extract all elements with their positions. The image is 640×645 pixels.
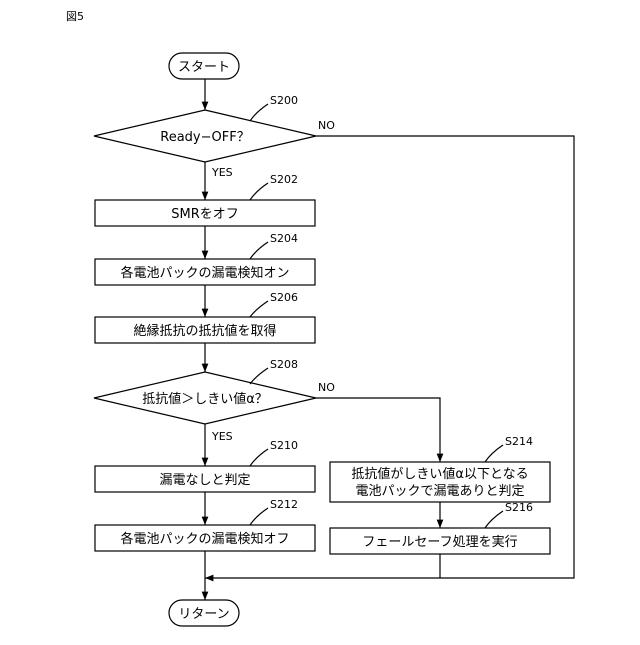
leader-s210 (250, 449, 268, 466)
leader-s206 (250, 301, 268, 317)
step-s206: S206 (270, 291, 298, 304)
s200-no-label: NO (318, 119, 335, 132)
leader-s202 (250, 183, 268, 200)
s216-label: フェールセーフ処理を実行 (362, 534, 517, 550)
step-s200: S200 (270, 94, 298, 107)
step-s204: S204 (270, 232, 298, 245)
step-s208: S208 (270, 358, 298, 371)
step-s202: S202 (270, 173, 298, 186)
s208-no-label: NO (318, 381, 335, 394)
s208-label: 抵抗値＞しきい値α？ (142, 391, 268, 407)
s208-yes-label: YES (211, 430, 233, 443)
leader-s208 (250, 368, 268, 384)
s204-label: 各電池パックの漏電検知オン (120, 265, 289, 281)
figure-label: 図5 (66, 8, 84, 24)
step-s214: S214 (505, 435, 533, 448)
s200-label: Ready−OFF？ (160, 130, 249, 145)
arrow-s208-no (316, 398, 440, 462)
s200-yes-label: YES (211, 166, 233, 179)
step-s210: S210 (270, 439, 298, 452)
step-s216: S216 (505, 501, 533, 514)
s214-label-line2: 電池パックで漏電ありと判定 (355, 483, 524, 499)
leader-s214 (485, 445, 503, 462)
s202-label: SMRをオフ (171, 207, 239, 222)
leader-s200 (250, 104, 268, 121)
step-s212: S212 (270, 498, 298, 511)
s210-label: 漏電なしと判定 (159, 472, 250, 488)
leader-s216 (485, 511, 503, 528)
leader-s204 (250, 242, 268, 259)
leader-s212 (250, 508, 268, 525)
end-label: リターン (178, 607, 229, 622)
start-label: スタート (178, 60, 230, 75)
s214-label-line1: 抵抗値がしきい値α以下となる (351, 466, 528, 482)
s206-label: 絶縁抵抗の抵抗値を取得 (133, 323, 276, 339)
s212-label: 各電池パックの漏電検知オフ (120, 531, 289, 547)
